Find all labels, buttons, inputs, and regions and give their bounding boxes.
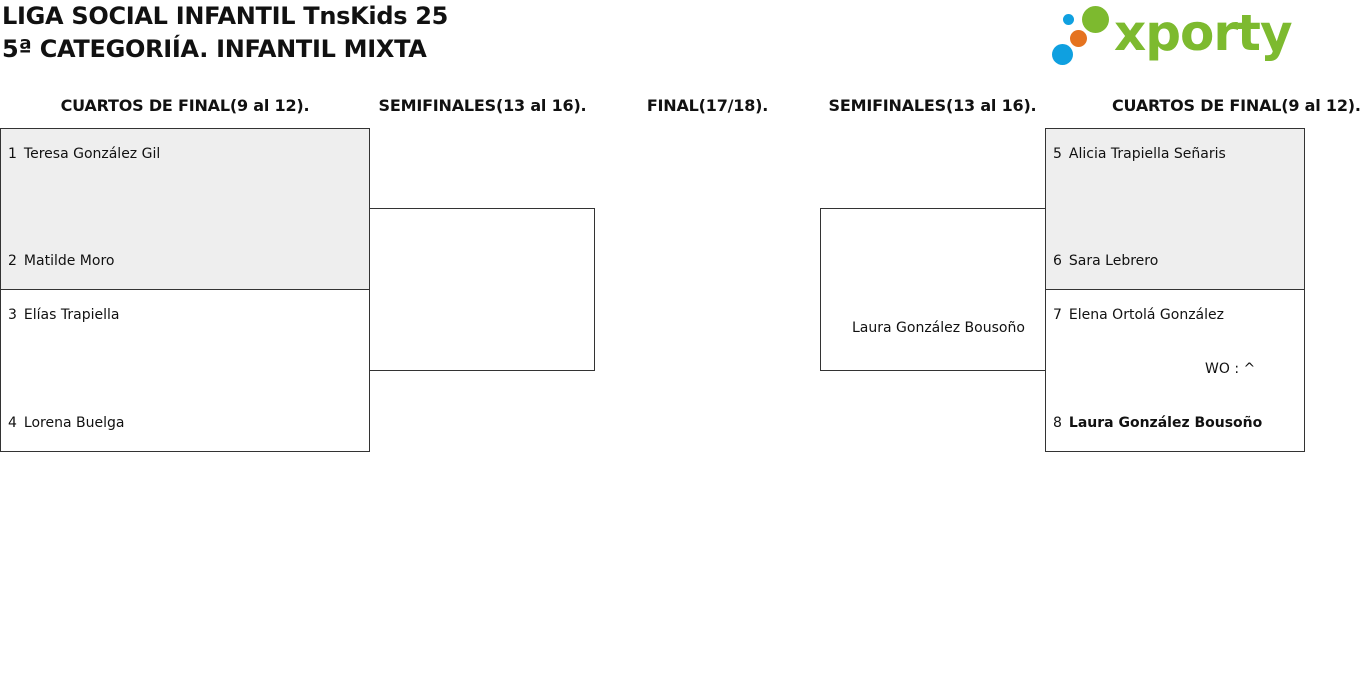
right-quarter-match-2[interactable]: [1045, 289, 1305, 452]
left-semi-match[interactable]: [369, 208, 595, 371]
player-seed: 8: [1053, 415, 1062, 431]
player-name: Lorena Buelga: [23, 415, 125, 431]
header-left-quarters: CUARTOS DE FINAL(9 al 12).: [60, 96, 310, 115]
player-entry[interactable]: 1 Teresa González Gil: [8, 146, 160, 162]
match-result: WO : ^: [1205, 361, 1256, 377]
player-entry[interactable]: 5 Alicia Trapiella Señaris: [1053, 146, 1226, 162]
player-seed: 5: [1053, 146, 1062, 162]
right-semi-match[interactable]: [820, 208, 1046, 371]
header-right-quarters: CUARTOS DE FINAL(9 al 12).: [1112, 96, 1361, 115]
player-name: Elías Trapiella: [23, 307, 120, 323]
logo-dot-orange: [1070, 30, 1087, 47]
bracket-page: LIGA SOCIAL INFANTIL TnsKids 25 5ª CATEG…: [0, 2, 1361, 452]
player-entry[interactable]: 4 Lorena Buelga: [8, 415, 124, 431]
header-left-semis: SEMIFINALES(13 al 16).: [378, 96, 587, 115]
player-name: Alicia Trapiella Señaris: [1068, 146, 1226, 162]
player-name: Elena Ortolá González: [1068, 307, 1224, 323]
logo-dot-blue-bottom: [1052, 44, 1073, 65]
page-title: LIGA SOCIAL INFANTIL TnsKids 25: [2, 2, 449, 30]
player-seed: 4: [8, 415, 17, 431]
xporty-logo: xporty: [1052, 4, 1293, 68]
player-seed: 1: [8, 146, 17, 162]
player-name: Matilde Moro: [23, 253, 115, 269]
player-entry[interactable]: 2 Matilde Moro: [8, 253, 114, 269]
logo-dot-green: [1082, 6, 1109, 33]
player-seed: 6: [1053, 253, 1062, 269]
page-subtitle: 5ª CATEGORIÍA. INFANTIL MIXTA: [2, 35, 427, 63]
player-entry-winner[interactable]: 8 Laura González Bousoño: [1053, 415, 1262, 431]
header-right-semis: SEMIFINALES(13 al 16).: [828, 96, 1037, 115]
left-quarter-match-1[interactable]: [0, 128, 370, 290]
player-name: Laura González Bousoño: [1068, 415, 1263, 431]
player-seed: 3: [8, 307, 17, 323]
player-seed: 7: [1053, 307, 1062, 323]
player-seed: 2: [8, 253, 17, 269]
player-entry[interactable]: 3 Elías Trapiella: [8, 307, 119, 323]
player-entry[interactable]: 6 Sara Lebrero: [1053, 253, 1158, 269]
logo-wordmark: xporty: [1114, 4, 1293, 62]
right-semi-winner[interactable]: Laura González Bousoño: [852, 320, 1025, 336]
player-name: Teresa González Gil: [23, 146, 161, 162]
header-final: FINAL(17/18).: [646, 96, 769, 115]
player-entry[interactable]: 7 Elena Ortolá González: [1053, 307, 1224, 323]
right-quarter-match-1[interactable]: [1045, 128, 1305, 290]
logo-dot-blue-top: [1063, 14, 1074, 25]
player-name: Sara Lebrero: [1068, 253, 1159, 269]
